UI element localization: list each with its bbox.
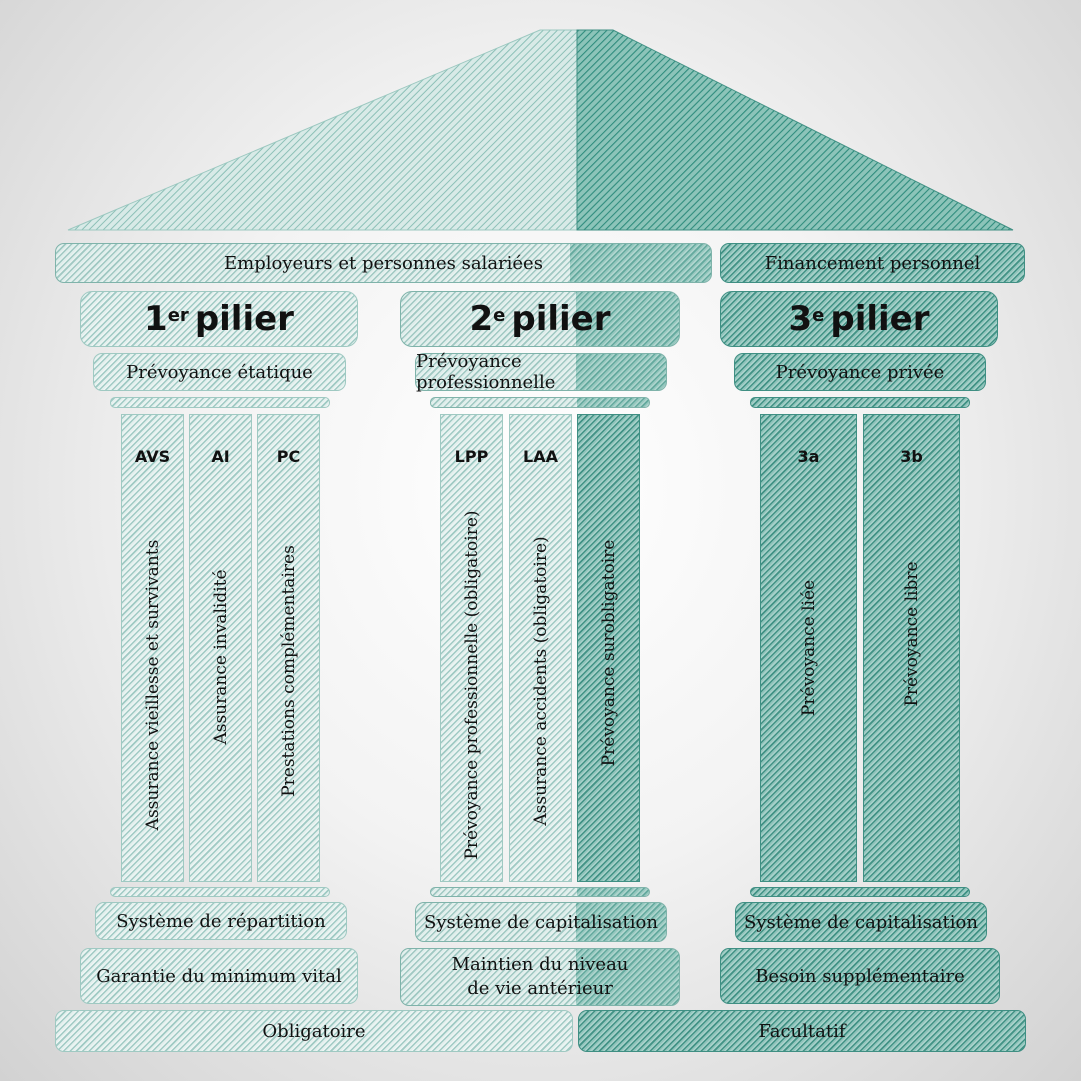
pillar-2-subtitle: Prévoyance professionnelle bbox=[415, 351, 667, 393]
column-name: Prévoyance libre bbox=[901, 561, 922, 707]
pillar-3-system: Système de capitalisation bbox=[735, 902, 987, 942]
roof bbox=[67, 29, 1014, 231]
pillar-3-goal: Besoin supplémentaire bbox=[720, 948, 1000, 1004]
column-name: Assurance accidents (obligatoire) bbox=[530, 535, 551, 826]
column-abbr: 3b bbox=[900, 447, 923, 466]
column-3a: 3a Prévoyance liée bbox=[760, 414, 857, 882]
column-name: Prévoyance professionnelle (obligatoire) bbox=[461, 510, 482, 860]
goal-line-2: de vie antérieur bbox=[467, 978, 613, 999]
column-abbr: AI bbox=[211, 447, 230, 466]
column-surobligatoire: Prévoyance surobligatoire bbox=[577, 414, 640, 882]
column-ai: AI Assurance invalidité bbox=[189, 414, 252, 882]
pillar-1-base-ring bbox=[110, 887, 330, 897]
column-3b: 3b Prévoyance libre bbox=[863, 414, 960, 882]
column-abbr: PC bbox=[276, 447, 301, 466]
pillar-1-subtitle: Prévoyance étatique bbox=[93, 353, 346, 391]
column-laa: LAA Assurance accidents (obligatoire) bbox=[509, 414, 572, 882]
column-name: Assurance invalidité bbox=[210, 569, 231, 745]
column-name: Assurance vieillesse et survivants bbox=[142, 539, 163, 831]
pillar-1-capital-ring bbox=[110, 397, 330, 408]
column-abbr: 3a bbox=[797, 447, 820, 466]
pillar-2-base-ring bbox=[430, 887, 650, 897]
column-abbr: AVS bbox=[134, 447, 171, 466]
column-lpp: LPP Prévoyance professionnelle (obligato… bbox=[440, 414, 503, 882]
column-abbr: LPP bbox=[454, 447, 489, 466]
financing-employers: Employeurs et personnes salariées bbox=[55, 243, 712, 283]
column-name: Prévoyance surobligatoire bbox=[598, 539, 619, 766]
goal-line-1: Maintien du niveau bbox=[451, 954, 629, 975]
pillar-1-goal: Garantie du minimum vital bbox=[80, 948, 358, 1004]
column-name: Prévoyance liée bbox=[798, 579, 819, 717]
pillar-2-goal: Maintien du niveau de vie antérieur bbox=[400, 948, 680, 1006]
column-pc: PC Prestations complémentaires bbox=[257, 414, 320, 882]
pillar-2-system: Système de capitalisation bbox=[415, 902, 667, 942]
roof-left bbox=[67, 29, 578, 231]
column-name: Prestations complémentaires bbox=[278, 545, 299, 798]
base-optional: Facultatif bbox=[578, 1010, 1026, 1052]
base-mandatory: Obligatoire bbox=[55, 1010, 573, 1052]
pillar-1-system: Système de répartition bbox=[95, 902, 347, 940]
pillar-3-base-ring bbox=[750, 887, 970, 897]
pillar-3-capital-ring bbox=[750, 397, 970, 408]
column-abbr: LAA bbox=[523, 447, 558, 466]
pillar-3-subtitle: Prévoyance privée bbox=[734, 353, 986, 391]
pillar-2-capital-ring bbox=[430, 397, 650, 408]
roof-right bbox=[576, 29, 1014, 231]
column-avs: AVS Assurance vieillesse et survivants bbox=[121, 414, 184, 882]
financing-personal: Financement personnel bbox=[720, 243, 1025, 283]
